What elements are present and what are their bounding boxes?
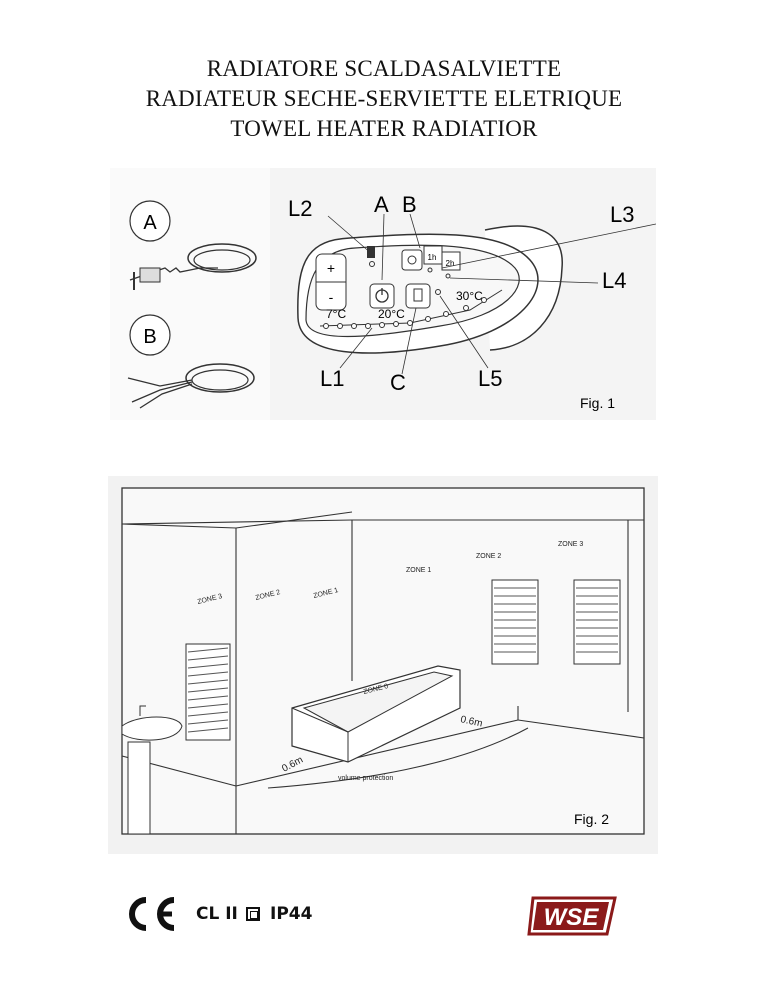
title-french: RADIATEUR SECHE-SERVIETTE ELETRIQUE bbox=[145, 86, 623, 111]
temp-min-label: 7°C bbox=[326, 307, 346, 321]
callout-l5: L5 bbox=[478, 366, 502, 391]
callout-l1: L1 bbox=[320, 366, 344, 391]
zone3-right-label: ZONE 3 bbox=[558, 541, 583, 548]
figure-1-control-panel: A B + - 1 bbox=[110, 168, 656, 420]
minus-button-label: - bbox=[329, 289, 334, 305]
callout-a: A bbox=[374, 192, 389, 217]
double-insulation-icon bbox=[245, 907, 260, 921]
callout-c: C bbox=[390, 370, 406, 395]
sink bbox=[121, 705, 183, 835]
volume-protection-label: volume protection bbox=[338, 775, 393, 782]
fig1-caption: Fig. 1 bbox=[580, 395, 615, 411]
bathtub bbox=[291, 665, 461, 763]
bare-wire-diagram: B bbox=[127, 314, 255, 409]
towel-radiator-middle bbox=[491, 579, 539, 665]
temp-max-label: 30°C bbox=[456, 289, 483, 303]
timer-2h-label: 2h bbox=[446, 259, 455, 268]
title-english: TOWEL HEATER RADIATIOR bbox=[230, 116, 538, 141]
towel-radiator-left bbox=[185, 643, 231, 741]
zone1-right-label: ZONE 1 bbox=[406, 567, 431, 574]
towel-radiator-right bbox=[573, 579, 621, 665]
document-title-block: RADIATORE SCALDASALVIETTE RADIATEUR SECH… bbox=[0, 54, 768, 144]
callout-l4: L4 bbox=[602, 268, 626, 293]
distance-right-label: 0.6m bbox=[459, 714, 483, 729]
timer-icon bbox=[407, 255, 417, 265]
plug-cable-diagram: A bbox=[129, 200, 257, 290]
figure-2-bathroom-zones: ZONE 3 ZONE 2 ZONE 1 ZONE 1 ZONE 2 ZONE … bbox=[108, 476, 658, 854]
timer-1h-label: 1h bbox=[428, 253, 437, 262]
callout-l3: L3 bbox=[610, 202, 634, 227]
heater-body: + - 1h 2h 7°C 20°C 30°C bbox=[297, 225, 563, 354]
fig1-callouts: L2 A B L3 L4 L1 C L5 bbox=[288, 192, 634, 395]
temp-mid-label: 20°C bbox=[378, 307, 405, 321]
callout-b: B bbox=[402, 192, 417, 217]
zone2-right-label: ZONE 2 bbox=[476, 553, 501, 560]
plus-button-label: + bbox=[327, 260, 335, 276]
boost-icon bbox=[413, 288, 423, 302]
circle-label-a: A bbox=[143, 212, 157, 234]
fig2-caption: Fig. 2 bbox=[574, 811, 609, 827]
callout-l2: L2 bbox=[288, 196, 312, 221]
wse-brand-logo: WSE bbox=[527, 896, 617, 936]
ip44-label: IP44 bbox=[270, 904, 313, 924]
ce-mark-logo bbox=[129, 897, 175, 931]
class-ii-label: CL II bbox=[196, 904, 260, 924]
wse-logo-text: WSE bbox=[544, 904, 600, 931]
circle-label-b: B bbox=[143, 326, 156, 348]
title-italian: RADIATORE SCALDASALVIETTE bbox=[206, 56, 562, 81]
